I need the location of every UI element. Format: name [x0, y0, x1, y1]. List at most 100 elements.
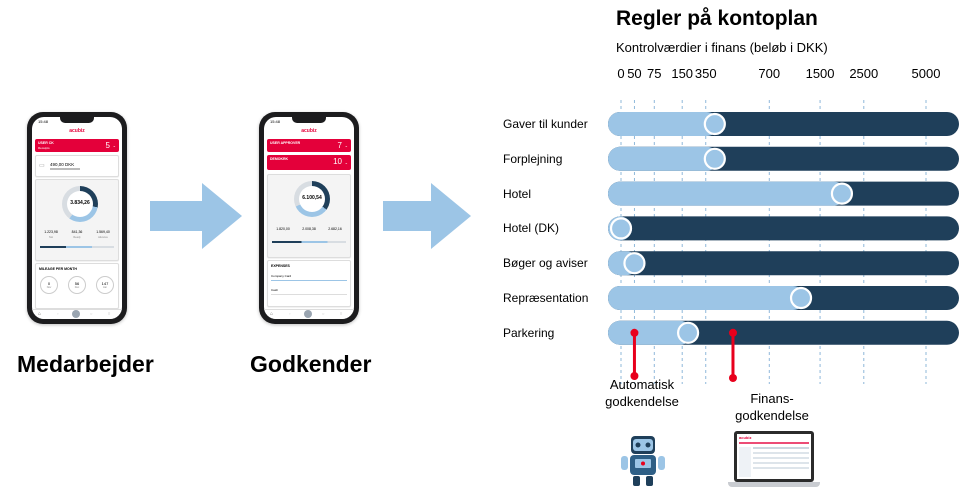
home-icon[interactable]: ⌂ [38, 311, 42, 317]
stat-progress [40, 246, 114, 248]
expenses-card: EXPENSES Company Card Cash [267, 260, 351, 307]
slider-handle-1[interactable] [703, 147, 726, 170]
scale-tick-700: 700 [758, 66, 781, 81]
row-label-1: Forplejning [503, 151, 563, 166]
auto-approval-label: Automatisk godkendelse [605, 377, 679, 409]
phone-tab-bar: ⌂ ▫ ○ ≡ [32, 309, 122, 319]
threshold-dot-1-1 [728, 374, 737, 382]
scale-tick-150: 150 [671, 66, 694, 81]
row-label-0: Gaver til kunder [503, 117, 588, 131]
bar-track-3 [608, 216, 959, 241]
row-label-3: Hotel (DK) [503, 221, 560, 236]
bar-track-4 [608, 251, 959, 276]
tab-icon-2[interactable]: ▫ [57, 311, 59, 316]
row-label-4: Bøger og aviser [503, 256, 588, 271]
demo-bar[interactable]: DEMOKRK 10 ⌄ [267, 155, 351, 170]
bar-fill-6 [608, 320, 693, 345]
scale-tick-75: 75 [647, 66, 662, 81]
demo-bar-count: 10 [333, 157, 342, 166]
approver-bar[interactable]: USER APPROVER 7 ⌄ [267, 139, 351, 152]
employee-phone-screen: 15:48 acubiz USER CK Receipts 5 ⌄ ▭ 490,… [32, 117, 122, 319]
tab-icon-2[interactable]: ▫ [289, 311, 291, 316]
laptop-row-5 [753, 467, 809, 469]
stat-value-2: 841,36 [71, 230, 83, 234]
add-button[interactable] [304, 310, 312, 318]
scale-tick-350: 350 [694, 66, 717, 81]
employee-phone-mockup: 15:48 acubiz USER CK Receipts 5 ⌄ ▭ 490,… [27, 112, 127, 324]
expenses-title: EXPENSES [271, 264, 290, 268]
approver-donut: 6.100,54 [294, 181, 330, 217]
tab-icon-5[interactable]: ≡ [340, 311, 343, 316]
phone-notch [292, 117, 326, 123]
phone-notch [60, 117, 94, 123]
laptop-row-1 [753, 447, 809, 449]
slider-handle-3[interactable] [609, 217, 633, 240]
receipt-icon: ▭ [39, 163, 45, 169]
stat-value-3: 1.569,40 [96, 230, 110, 234]
tab-icon-4[interactable]: ○ [90, 311, 93, 316]
expense-row-2[interactable]: Cash [271, 288, 279, 292]
finance-approval-label: Finans-godkendelse [735, 391, 809, 423]
app-brand: acubiz [301, 128, 317, 134]
laptop-brand: acubiz [739, 435, 752, 440]
donut-value: 3.834,26 [70, 200, 90, 206]
tab-icon-5[interactable]: ≡ [108, 311, 111, 316]
expense-row-1-bar [271, 280, 347, 281]
slider-handle-6[interactable] [676, 321, 700, 344]
row-label-5: Repræsentation [503, 291, 589, 305]
stat-row: 1.820,00 2.008,38 2.682,16 [270, 227, 348, 232]
demo-bar-title: DEMOKRK [270, 157, 289, 161]
stat-value-1: 1.820,00 [276, 227, 290, 231]
scale-tick-1500: 1500 [805, 66, 835, 81]
laptop-row-2 [753, 452, 809, 454]
mileage-circle-2: 56 [74, 281, 80, 286]
amount-card[interactable]: ▭ 490,00 DKK [35, 155, 119, 177]
donut-value: 6.100,54 [302, 195, 322, 201]
slider-handle-5[interactable] [789, 286, 813, 310]
mileage-circle-1: 0 [47, 281, 51, 286]
approver-label: Godkender [250, 351, 372, 377]
employee-label: Medarbejder [17, 351, 154, 377]
user-bar-count: 5 [105, 141, 110, 150]
home-icon[interactable]: ⌂ [270, 311, 274, 317]
threshold-dot-1-0 [728, 328, 737, 337]
flow-arrow-2 [383, 183, 471, 249]
expense-row-1[interactable]: Company Card [271, 274, 292, 278]
app-brand: acubiz [69, 128, 85, 134]
stat-label-2: Ready [73, 236, 81, 239]
bar-fill-0 [608, 112, 719, 136]
laptop-screen: acubiz [737, 434, 811, 479]
scale-tick-50: 50 [627, 66, 642, 81]
status-time: 15:48 [38, 119, 49, 124]
tab-icon-4[interactable]: ○ [322, 311, 325, 316]
chevron-down-icon: ⌄ [344, 160, 348, 165]
add-button[interactable] [72, 310, 80, 318]
approver-phone-mockup: 15:48 acubiz USER APPROVER 7 ⌄ DEMOKRK 1… [259, 112, 359, 324]
stat-label-3: Advance [98, 236, 108, 239]
stat-value-2: 2.008,38 [302, 227, 316, 231]
laptop-row-3 [753, 457, 809, 459]
approver-bar-count: 7 [337, 141, 342, 150]
user-bar-title: USER CK [38, 141, 54, 145]
stat-label-1: Not [49, 236, 53, 239]
slider-handle-2[interactable] [830, 182, 854, 205]
scale-tick-0: 0 [617, 66, 625, 81]
row-label-2: Hotel [503, 186, 532, 201]
phone-tab-bar: ⌂ ▫ ○ ≡ [264, 309, 354, 319]
stat-value-1: 1.223,98 [44, 230, 58, 234]
laptop-row-4 [753, 462, 809, 464]
slider-handle-0[interactable] [703, 112, 726, 136]
user-bar[interactable]: USER CK Receipts 5 ⌄ [35, 139, 119, 152]
chart-title: Regler på kontoplan [616, 7, 818, 30]
chevron-down-icon: ⌄ [344, 143, 348, 148]
laptop-header-bar [739, 442, 809, 444]
mileage-circle-label-3: Jan [102, 286, 108, 289]
user-bar-sub: Receipts [38, 146, 50, 150]
laptop-mockup: acubiz [728, 431, 820, 490]
slider-handle-4[interactable] [623, 252, 646, 275]
approver-bar-title: USER APPROVER [270, 141, 301, 145]
